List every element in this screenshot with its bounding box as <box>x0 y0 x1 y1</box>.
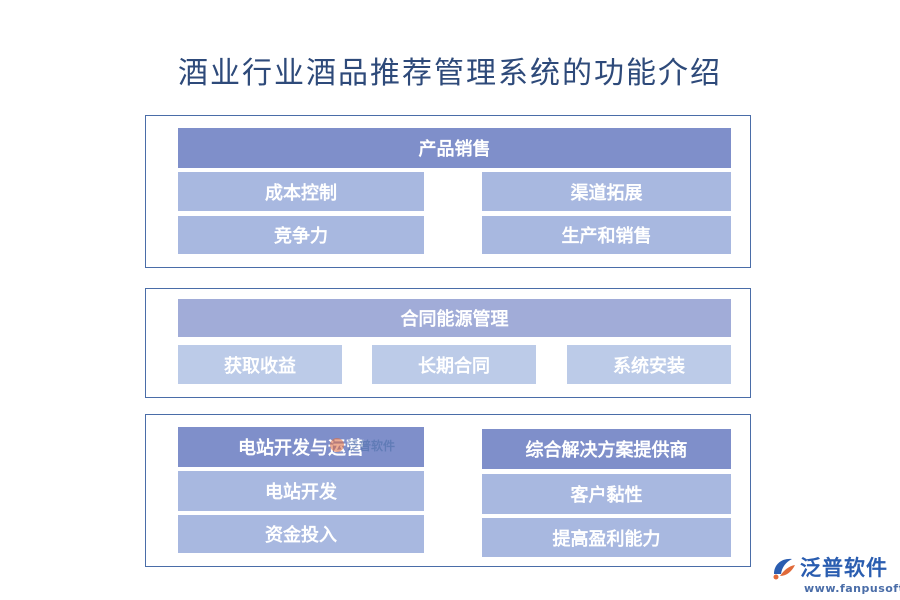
section-header: 综合解决方案提供商 <box>482 429 731 469</box>
item-box: 渠道拓展 <box>482 172 731 211</box>
item-box: 成本控制 <box>178 172 424 211</box>
page-title: 酒业行业酒品推荐管理系统的功能介绍 <box>178 56 722 91</box>
section-header: 产品销售 <box>178 128 731 168</box>
section-header: 电站开发与运营 <box>178 427 424 467</box>
item-box: 系统安装 <box>567 345 731 384</box>
section-product-sales: 产品销售 成本控制 竞争力 渠道拓展 生产和销售 <box>145 115 751 268</box>
item-box: 电站开发 <box>178 471 424 511</box>
section-station-solutions: 电站开发与运营 电站开发 资金投入 综合解决方案提供商 客户黏性 提高盈利能力 <box>145 414 751 567</box>
logo-url: www.fanpusoft.com <box>804 582 900 595</box>
brand-logo: 泛普软件 www.fanpusoft.com <box>770 554 900 598</box>
item-box: 长期合同 <box>372 345 536 384</box>
item-box: 客户黏性 <box>482 474 731 514</box>
watermark-logo-icon <box>330 438 344 452</box>
watermark: 泛普软件 <box>330 434 410 456</box>
item-box: 获取收益 <box>178 345 342 384</box>
fanpu-logo-icon <box>773 558 795 580</box>
logo-name: 泛普软件 <box>800 556 888 580</box>
item-box: 生产和销售 <box>482 216 731 254</box>
item-box: 竞争力 <box>178 216 424 254</box>
section-header: 合同能源管理 <box>178 299 731 337</box>
item-box: 提高盈利能力 <box>482 518 731 557</box>
watermark-text: 泛普软件 <box>347 438 396 453</box>
section-energy-management: 合同能源管理 获取收益 长期合同 系统安装 <box>145 288 751 398</box>
item-box: 资金投入 <box>178 515 424 553</box>
